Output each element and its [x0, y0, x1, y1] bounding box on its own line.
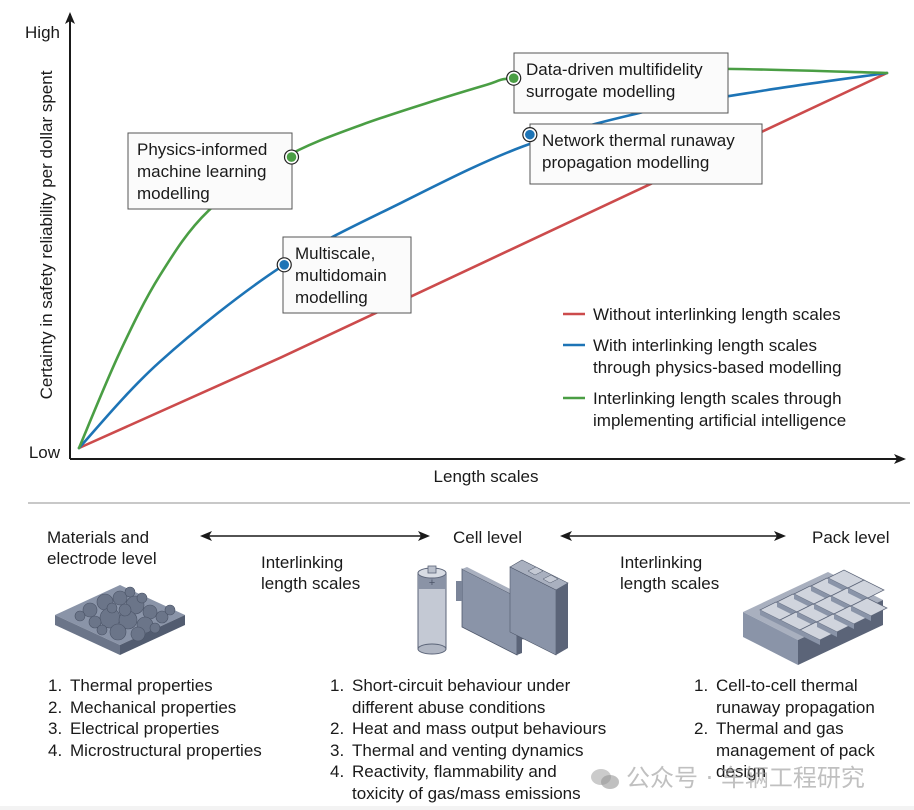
particle: [136, 592, 148, 604]
list-item: 3.Electrical properties: [48, 719, 220, 738]
annotation-box: Physics-informed machine learning modellin…: [127, 132, 300, 210]
particle: [74, 610, 86, 622]
electrode-particles-icon: [55, 585, 185, 655]
interlinking-label-line: length scales: [620, 574, 720, 593]
list-item: 2.Heat and mass output behaviours: [330, 719, 607, 738]
interlinking-arrow-1: [200, 531, 430, 541]
chart: High Low Length scales Certainty in safe…: [25, 12, 906, 486]
series-line-1: [77, 71, 889, 450]
bottom-strip: [0, 806, 914, 810]
legend-label: implementing artificial intelligence: [593, 411, 846, 430]
legend-label: Without interlinking length scales: [593, 305, 841, 324]
pack-cell-side: [780, 620, 800, 635]
annotation-marker: [279, 260, 290, 270]
materials-title-line: electrode level: [47, 549, 157, 568]
annotation-marker: [525, 129, 535, 140]
pack-cell-side: [817, 622, 837, 637]
particle: [112, 590, 128, 606]
battery-cells-icon: +: [417, 559, 569, 656]
pack-cell-side: [831, 596, 851, 611]
annotation-text: Network thermal runaway: [542, 131, 735, 150]
annotation-text: propagation modelling: [542, 153, 709, 172]
interlinking-label-2: Interlinking length scales: [620, 552, 719, 594]
wechat-icon: [591, 769, 619, 789]
watermark-text: 公众号 · 车辆工程研究: [626, 764, 865, 792]
particle: [88, 615, 102, 629]
particle: [96, 624, 108, 636]
pack-cell-side: [834, 614, 854, 629]
pack-cell-side: [800, 630, 820, 645]
list-item: 2.Mechanical properties: [48, 697, 237, 717]
interlinking-label-line: Interlinking: [261, 553, 344, 572]
interlinking-label-line: length scales: [261, 574, 361, 593]
particle: [164, 604, 176, 616]
watermark: 公众号 · 车辆工程研究: [590, 758, 865, 793]
pack-level-title: Pack level: [812, 527, 889, 548]
y-tick-high: High: [25, 23, 60, 42]
annotation-frame: [529, 123, 763, 185]
particle: [109, 623, 127, 641]
annotation-marker: [286, 152, 297, 162]
materials-title-line: Materials and: [47, 528, 150, 547]
annotation-text: multidomain: [295, 266, 387, 285]
annotation-text: modelling: [295, 288, 368, 307]
annotation-box: Network thermal runaway propagation model…: [522, 123, 763, 185]
annotation-frame: [127, 132, 293, 210]
x-axis-label: Length scales: [434, 467, 539, 486]
pack-cell-side: [760, 610, 780, 625]
particle: [106, 602, 118, 614]
particle: [149, 622, 161, 634]
pack-cell-side: [848, 588, 868, 603]
legend-label: With interlinking length scales: [593, 336, 817, 355]
legend-label: Interlinking length scales through: [593, 389, 842, 408]
pack-cell-side: [811, 586, 831, 601]
annotation-text: modelling: [137, 184, 210, 203]
materials-properties-list: 1.Thermal properties 2.Mechanical proper…: [48, 675, 262, 761]
annotation-text: machine learning: [137, 162, 266, 181]
interlinking-arrow-2: [560, 531, 786, 541]
pack-cell-side: [851, 606, 871, 621]
list-item: 1.Thermal properties: [48, 676, 213, 695]
interlinking-label-line: Interlinking: [620, 553, 703, 572]
annotation-frame: [513, 52, 729, 114]
annotation-marker: [508, 73, 519, 83]
materials-level-title: Materials and electrode level: [47, 527, 157, 569]
cell-level-title: Cell level: [453, 527, 522, 548]
legend-label: through physics-based modelling: [593, 358, 842, 377]
svg-text:+: +: [429, 577, 435, 589]
annotation-box: Data-driven multifidelity surrogate model…: [506, 52, 729, 114]
interlinking-label-1: Interlinking length scales: [261, 552, 360, 594]
battery-pack-icon: [743, 569, 888, 665]
list-item: 4.Microstructural properties: [48, 740, 262, 760]
particle: [82, 602, 98, 618]
cell-title-line: Cell level: [453, 528, 522, 547]
annotation-text: Multiscale,: [295, 244, 375, 263]
particle: [118, 603, 132, 617]
particle: [124, 586, 136, 598]
annotation-box: Multiscale, multidomain modelling: [276, 236, 412, 314]
list-item: 3.Thermal and venting dynamics: [330, 740, 584, 760]
annotation-text: Physics-informed: [137, 140, 267, 159]
y-axis-label: Certainty in safety reliability per doll…: [37, 70, 56, 399]
y-tick-low: Low: [29, 443, 61, 462]
particle: [130, 626, 146, 642]
particle: [155, 610, 169, 624]
pack-cell-side: [814, 604, 834, 619]
section-divider: [28, 502, 910, 504]
pack-cell-side: [794, 594, 814, 609]
pack-cell-side: [777, 602, 797, 617]
annotation-frame: [282, 236, 412, 314]
annotation-text: Data-driven multifidelity: [526, 60, 703, 79]
pack-cell-side: [828, 578, 848, 593]
annotation-text: surrogate modelling: [526, 82, 675, 101]
pack-cell-side: [797, 612, 817, 627]
pack-title-line: Pack level: [812, 528, 890, 547]
